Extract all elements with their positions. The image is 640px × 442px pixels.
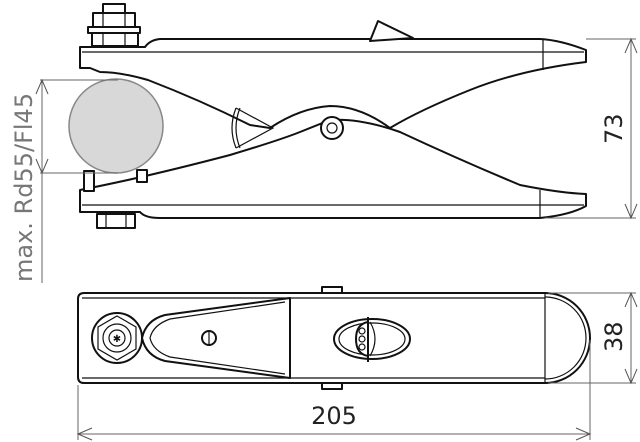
- lever-tab: [369, 20, 414, 42]
- top-view: ✱: [77, 286, 591, 390]
- width-label: 38: [600, 321, 628, 352]
- conductor-circle: [68, 78, 164, 174]
- conductor-dimension: max. Rd55/Fl45: [10, 78, 118, 283]
- conductor-size-label: max. Rd55/Fl45: [10, 93, 38, 282]
- svg-text:✱: ✱: [113, 334, 121, 345]
- side-view: [68, 3, 587, 229]
- pivot-inner: [326, 122, 338, 134]
- oval-lock: [333, 317, 411, 362]
- top-nut: [87, 3, 141, 47]
- pivot-outer: [320, 116, 344, 140]
- height-label: 73: [600, 113, 628, 144]
- length-dimension: 205: [76, 340, 592, 441]
- bolt-head: ✱: [91, 312, 143, 364]
- height-dimension: 73: [545, 37, 638, 220]
- lower-jaw: [79, 118, 587, 219]
- bottom-nut: [96, 213, 136, 229]
- length-label: 205: [311, 402, 357, 430]
- width-dimension: 38: [548, 291, 638, 385]
